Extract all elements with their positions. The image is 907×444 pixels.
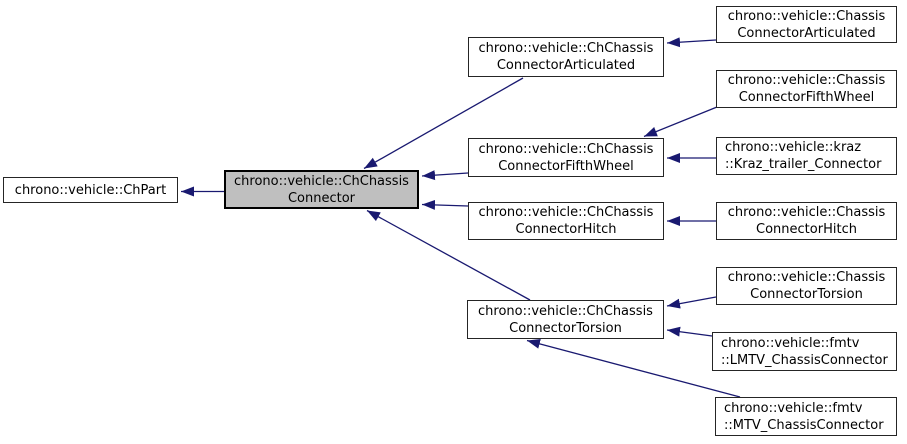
node-kraz-trailer-connector[interactable]: chrono::vehicle::kraz::Kraz_trailer_Conn… (716, 137, 897, 175)
node-chassis-connector-torsion-label-line: chrono::vehicle::Chassis (727, 270, 886, 285)
node-chassis-connector-articulated-label-line: chrono::vehicle::Chassis (727, 8, 886, 24)
edge-chassisarticulated-to-articulated (666, 37, 717, 48)
node-mtv-chassis-connector[interactable]: chrono::vehicle::fmtv::MTV_ChassisConnec… (715, 397, 897, 436)
node-chchassis-connector-label-line: chrono::vehicle::ChChassis (234, 173, 409, 189)
node-chchassis-connector-fifthwheel-label-line: ConnectorFifthWheel (498, 158, 634, 174)
node-chchassis-connector-articulated-label-line: ConnectorArticulated (496, 58, 636, 73)
node-chassis-connector-torsion-label-line: ConnectorTorsion (750, 287, 863, 302)
edge-mtv-to-torsion (526, 339, 741, 398)
node-mtv-chassis-connector-label-line: ::MTV_ChassisConnector (724, 417, 884, 433)
node-chassis-connector-hitch-label-line: ConnectorHitch (756, 222, 857, 237)
node-chassis-connector-hitch-label-line: chrono::vehicle::Chassis (727, 205, 886, 220)
edge-torsion-to-chchassisconnector (366, 209, 531, 301)
node-mtv-chassis-connector-label-line: chrono::vehicle::fmtv (724, 400, 863, 416)
edge-articulated-to-chchassisconnector (363, 77, 524, 170)
edge-chassisfifthwheel-to-fifthwheel (643, 106, 718, 138)
node-lmtv-chassis-connector-label-line: ::LMTV_ChassisConnector (721, 352, 888, 368)
edge-lmtv-to-torsion (666, 326, 713, 337)
node-chassis-connector-fifthwheel-label-line: ConnectorFifthWheel (738, 90, 875, 105)
node-chchassis-connector-articulated-label-line: chrono::vehicle::ChChassis (478, 41, 654, 56)
node-chchassis-connector-hitch-label-line: chrono::vehicle::ChChassis (478, 205, 654, 220)
edge-fifthwheel-to-chchassisconnector (421, 170, 469, 181)
node-chassis-connector-fifthwheel-label-line: chrono::vehicle::Chassis (727, 73, 886, 88)
node-chchassis-connector-fifthwheel-label-line: chrono::vehicle::ChChassis (478, 141, 654, 157)
node-chpart[interactable]: chrono::vehicle::ChPart (3, 177, 178, 203)
node-chchassis-connector-hitch-label-line: ConnectorHitch (515, 222, 617, 237)
node-lmtv-chassis-connector[interactable]: chrono::vehicle::fmtv::LMTV_ChassisConne… (712, 332, 897, 371)
node-chassis-connector-articulated-label-line: ConnectorArticulated (737, 25, 876, 41)
node-kraz-trailer-connector-label-line: chrono::vehicle::kraz (725, 140, 862, 155)
node-lmtv-chassis-connector-label-line: chrono::vehicle::fmtv (721, 335, 860, 351)
node-chchassis-connector-torsion-label-line: chrono::vehicle::ChChassis (478, 303, 653, 319)
node-chchassis-connector-label-line: Connector (287, 190, 356, 206)
node-kraz-trailer-connector-label-line: ::Kraz_trailer_Connector (725, 157, 882, 172)
node-chpart-label-line: chrono::vehicle::ChPart (14, 182, 167, 198)
edge-hitch-to-chchassisconnector (421, 199, 469, 210)
node-chchassis-connector-torsion-label-line: ConnectorTorsion (509, 320, 622, 336)
edge-chassistorsion-to-torsion (666, 296, 717, 309)
